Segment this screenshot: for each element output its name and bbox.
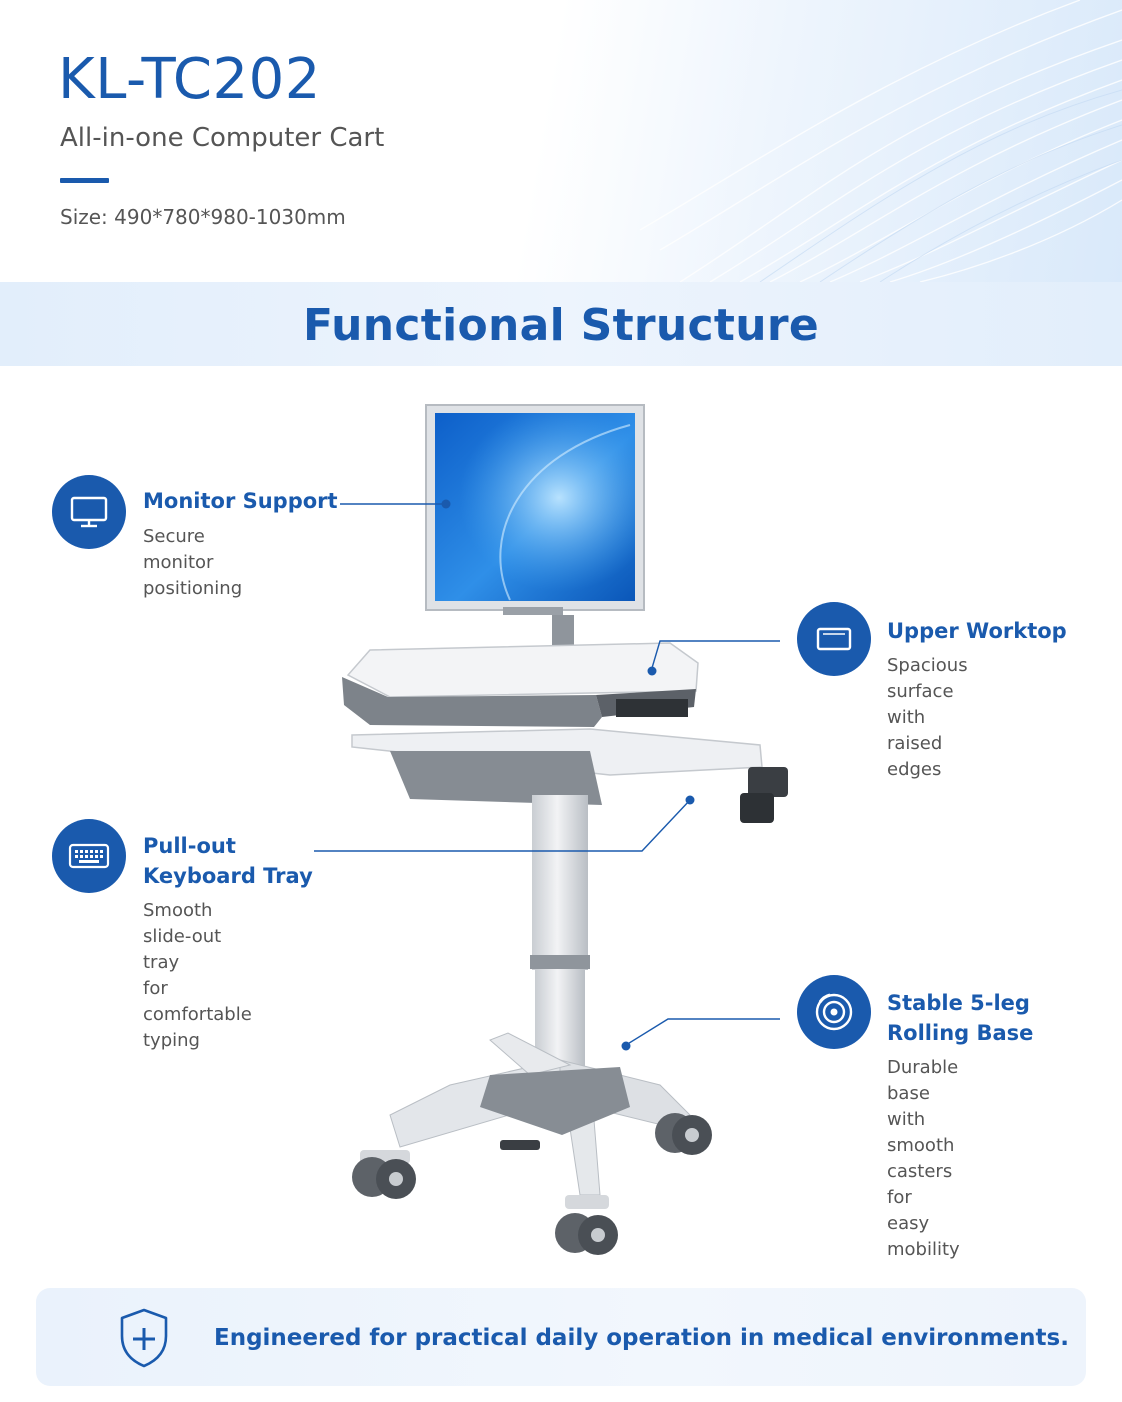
monitor-icon xyxy=(52,475,126,549)
size-spec: Size: 490*780*980-1030mm xyxy=(60,205,346,229)
decorative-waves xyxy=(639,0,1122,282)
computer-cart-illustration xyxy=(342,404,788,1255)
feature-title: Stable 5-leg Rolling Base xyxy=(887,991,1034,1045)
feature-desc: Durable base with smooth casters for eas… xyxy=(887,1057,960,1260)
shield-plus-icon xyxy=(120,1308,168,1368)
feature-desc: Smooth slide-out tray for comfortable ty… xyxy=(143,900,252,1051)
feature-title: Upper Worktop xyxy=(887,619,1067,643)
footer-text: Engineered for practical daily operation… xyxy=(214,1325,1069,1351)
header-banner xyxy=(0,0,1122,282)
caster-icon xyxy=(797,975,871,1049)
title-accent-bar xyxy=(60,178,109,183)
feature-desc: Secure monitor positioning xyxy=(143,526,243,599)
worktop-icon xyxy=(797,602,871,676)
section-title: Functional Structure xyxy=(302,300,820,351)
feature-title: Pull-out Keyboard Tray xyxy=(143,834,313,888)
section-band xyxy=(0,282,1122,366)
keyboard-icon xyxy=(52,819,126,893)
feature-title: Monitor Support xyxy=(143,489,338,513)
product-subtitle: All-in-one Computer Cart xyxy=(60,123,385,153)
footer-banner xyxy=(36,1288,1086,1386)
model-title: KL-TC202 xyxy=(58,47,321,112)
feature-desc: Spacious surface with raised edges xyxy=(887,655,968,780)
